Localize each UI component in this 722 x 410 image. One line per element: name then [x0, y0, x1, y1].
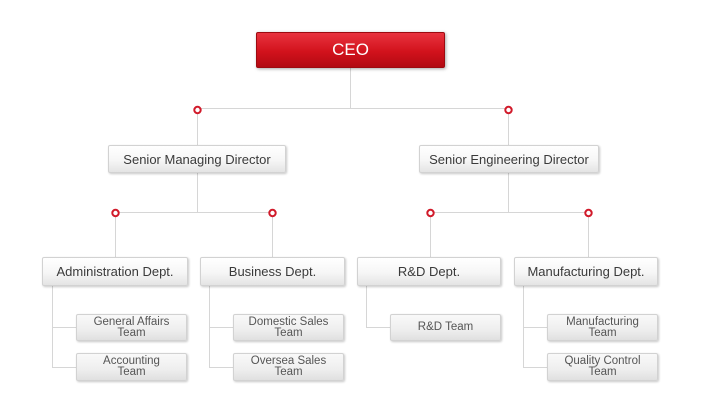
node-marker — [268, 208, 277, 218]
team-label-line1: General Affairs — [93, 315, 170, 328]
business-dept-box: Business Dept. — [200, 257, 345, 286]
department-label: Administration Dept. — [56, 264, 174, 279]
department-label: Business Dept. — [228, 264, 317, 279]
senior-managing-director-box: Senior Managing Director — [108, 145, 286, 173]
ceo-box: CEO — [256, 32, 445, 68]
team-label-line2: Team — [117, 326, 146, 339]
team-label-line1: Domestic Sales — [248, 315, 329, 328]
department-label: R&D Dept. — [397, 264, 461, 279]
node-marker — [504, 105, 513, 115]
manufacturing-dept-box: Manufacturing Dept. — [514, 257, 658, 286]
node-marker — [111, 208, 120, 218]
rnd-dept-box: R&D Dept. — [357, 257, 501, 286]
director-label: Senior Engineering Director — [429, 151, 589, 167]
node-marker — [426, 208, 435, 218]
team-label-line2: Team — [274, 326, 303, 339]
team-label-line1: Oversea Sales — [250, 355, 327, 367]
administration-dept-box: Administration Dept. — [42, 257, 188, 286]
department-label: Manufacturing Dept. — [527, 264, 645, 279]
team-label-line1: R&D Team — [417, 321, 474, 333]
senior-engineering-director-box: Senior Engineering Director — [419, 145, 599, 173]
node-marker — [584, 208, 593, 218]
team-label-line2: Team — [588, 366, 617, 378]
ceo-label: CEO — [332, 40, 369, 59]
rnd-team-box: R&D Team — [390, 314, 501, 341]
team-label-line2: Team — [117, 366, 146, 378]
team-label-line1: Manufacturing — [566, 315, 639, 328]
team-label-line1: Accounting — [103, 355, 160, 367]
director-label: Senior Managing Director — [123, 151, 271, 167]
node-marker — [193, 105, 202, 115]
team-label-line1: Quality Control — [564, 355, 641, 367]
team-label-line2: Team — [274, 366, 303, 378]
team-label-line2: Team — [588, 326, 617, 339]
